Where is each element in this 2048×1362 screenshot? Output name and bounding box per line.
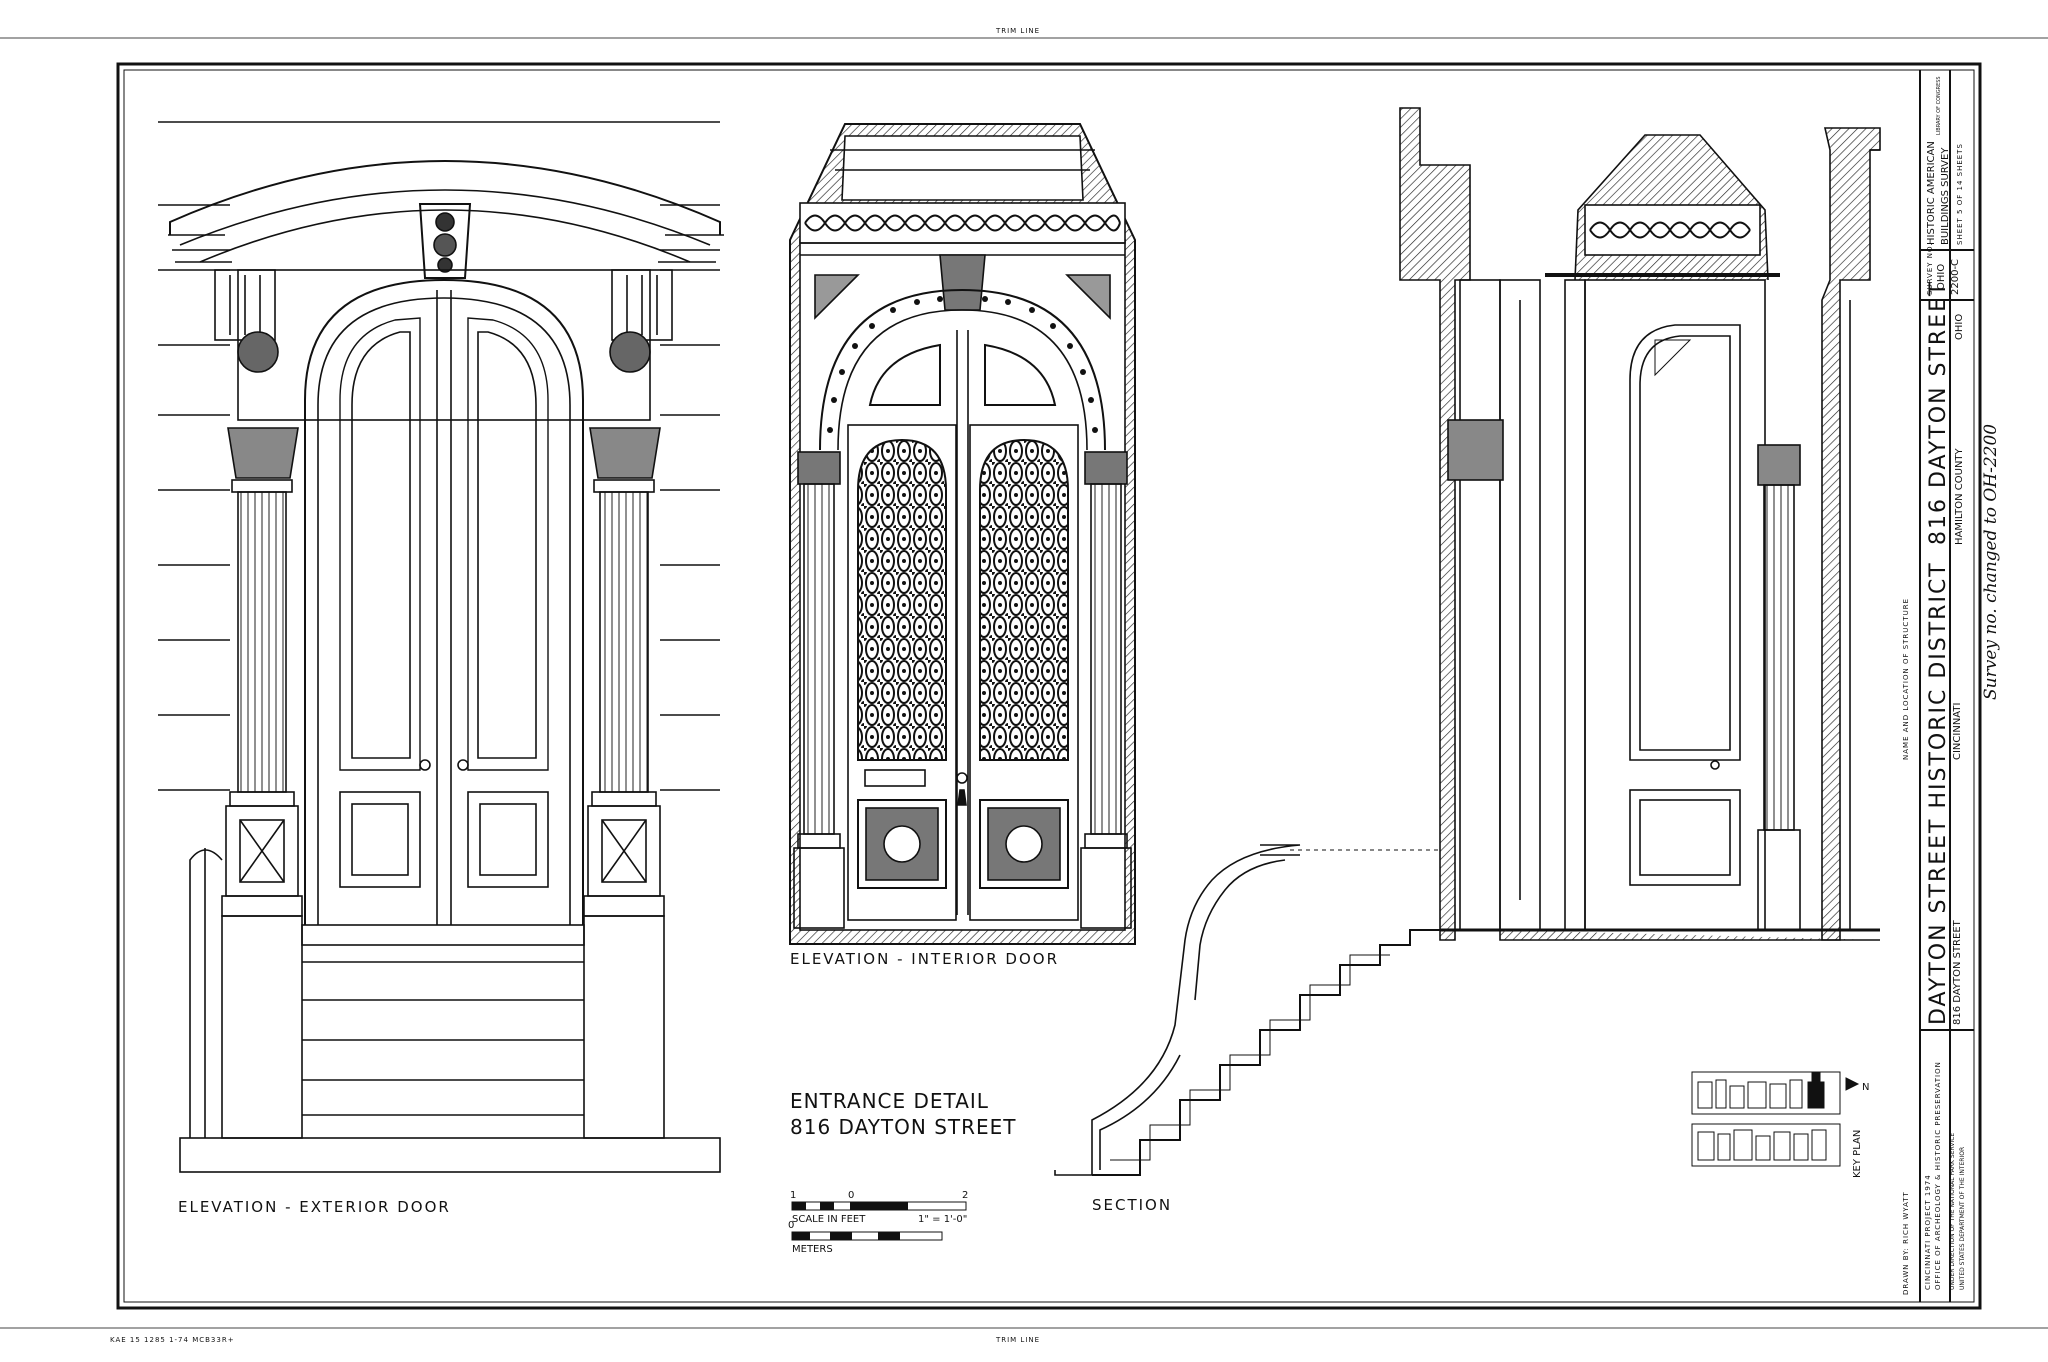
print-code: KAE 15 1285 1-74 MCB33R+	[110, 1336, 235, 1344]
interior-door-label: ELEVATION - INTERIOR DOOR	[790, 950, 1059, 968]
office-name: OFFICE OF ARCHEOLOGY & HISTORIC PRESERVA…	[1934, 1061, 1942, 1290]
siding-lines	[158, 121, 720, 791]
scale-tick-0: 0	[848, 1190, 854, 1201]
project-name: CINCINNATI PROJECT 1974	[1924, 1174, 1932, 1290]
pilaster-right	[583, 427, 665, 1139]
agency-line1: HISTORIC AMERICAN	[1926, 141, 1937, 245]
drawing-title-line2: 816 DAYTON STREET	[790, 1115, 1017, 1139]
interior-door-elevation	[789, 123, 1136, 945]
bracket-right	[609, 269, 673, 373]
scale-ratio: 1" = 1'-0"	[918, 1214, 967, 1225]
agency-line2: BUILDINGS SURVEY	[1940, 147, 1951, 245]
survey-number: 2200-C	[1950, 259, 1961, 295]
drawn-by: DRAWN BY: RICH WYATT	[1902, 1191, 1910, 1295]
graphic-scale: 1 0 2 SCALE IN FEET 1" = 1'-0" 0 METERS	[788, 1190, 968, 1255]
structure-name: 816 DAYTON STREET	[1926, 281, 1951, 545]
scale-feet-label: SCALE IN FEET	[792, 1214, 866, 1225]
sheet-border-outer	[116, 62, 1982, 1310]
bracket-left	[214, 269, 279, 373]
scale-meters-label: METERS	[792, 1244, 833, 1255]
district-address: 816 DAYTON STREET	[1952, 919, 1963, 1025]
trim-line-label-top: TRIM LINE	[995, 27, 1040, 35]
key-plan-north: N	[1862, 1082, 1869, 1093]
interior-column-left	[793, 451, 845, 929]
scale-tick-2: 2	[962, 1190, 968, 1201]
trim-line-bottom: TRIM LINE KAE 15 1285 1-74 MCB33R+	[0, 1327, 2048, 1344]
sheet-of: SHEET 5 OF 14 SHEETS	[1956, 143, 1964, 245]
survey-label: SURVEY NO.	[1926, 243, 1934, 295]
department-line: UNITED STATES DEPARTMENT OF THE INTERIOR	[1959, 1147, 1966, 1290]
direction-line: UNDER DIRECTION OF THE NATIONAL PARK SER…	[1949, 1133, 1956, 1290]
district-name: DAYTON STREET HISTORIC DISTRICT	[1926, 561, 1951, 1025]
section-label: SECTION	[1092, 1196, 1172, 1214]
handwritten-survey-note: Survey no. changed to OH-2200	[1981, 424, 2001, 700]
key-plan	[1691, 1071, 1860, 1167]
county-name: HAMILTON COUNTY	[1954, 447, 1965, 545]
interior-column-right	[1080, 451, 1132, 929]
trim-line-top: TRIM LINE	[0, 27, 2048, 39]
survey-state: OHIO	[1936, 264, 1947, 290]
trim-line-label-bottom: TRIM LINE	[995, 1336, 1040, 1344]
drawing-title-line1: ENTRANCE DETAIL	[790, 1089, 989, 1113]
sheet-border-inner	[123, 69, 1975, 1303]
state-name: OHIO	[1954, 314, 1965, 340]
pilaster-left	[221, 427, 303, 1139]
section-view	[1054, 107, 1881, 1176]
exterior-door-label: ELEVATION - EXTERIOR DOOR	[178, 1198, 451, 1216]
name-location-label: NAME AND LOCATION OF STRUCTURE	[1902, 598, 1910, 760]
title-block	[1919, 70, 1974, 1302]
key-plan-label: KEY PLAN	[1852, 1130, 1863, 1178]
scale-meters-tick: 0	[788, 1220, 794, 1231]
exterior-door-elevation	[158, 121, 724, 1173]
district-city: CINCINNATI	[1952, 703, 1963, 760]
library-note: LIBRARY OF CONGRESS	[1936, 76, 1942, 135]
arch-bead-row	[827, 296, 1098, 433]
scale-tick-1: 1	[790, 1190, 796, 1201]
